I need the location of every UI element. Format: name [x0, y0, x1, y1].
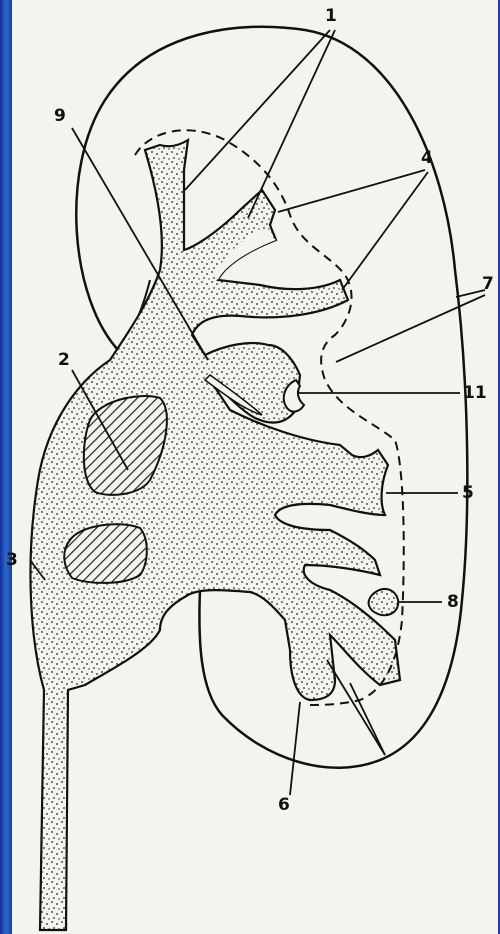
label-3: 3 — [6, 552, 18, 569]
hatched-area-lower — [64, 524, 147, 583]
label-4: 4 — [421, 150, 433, 167]
label-9: 9 — [54, 108, 66, 125]
label-11: 11 — [463, 385, 487, 402]
label-5: 5 — [462, 485, 474, 502]
minor-calyx-8 — [369, 589, 399, 615]
label-6: 6 — [278, 797, 290, 814]
label-7: 7 — [482, 276, 494, 293]
label-2: 2 — [58, 352, 70, 369]
label-1: 1 — [325, 8, 337, 25]
label-8: 8 — [447, 594, 459, 611]
